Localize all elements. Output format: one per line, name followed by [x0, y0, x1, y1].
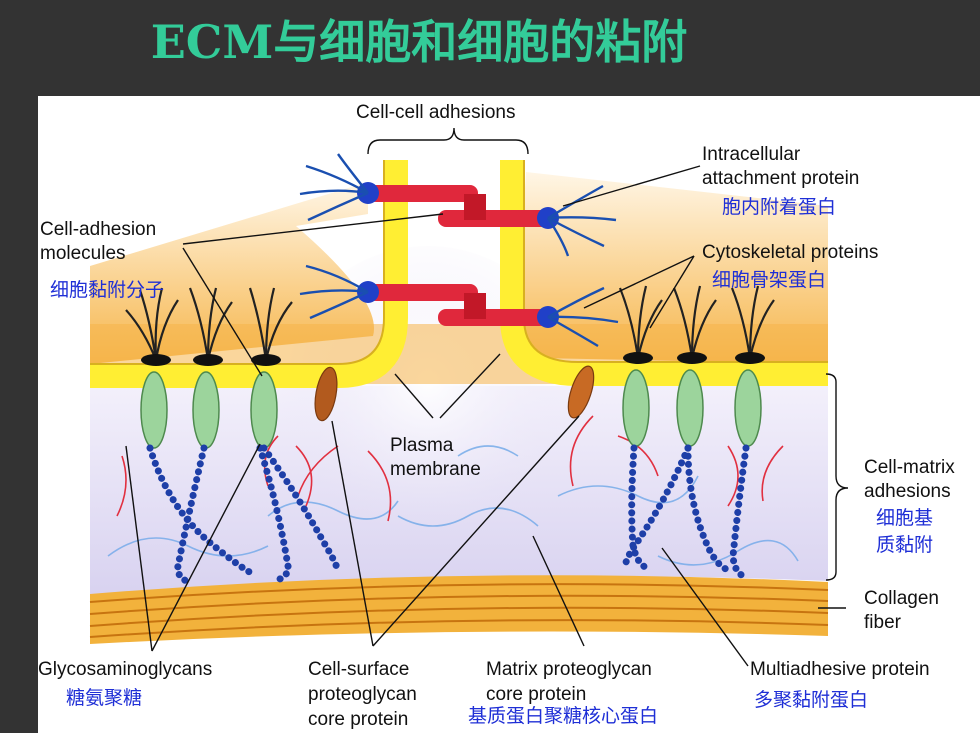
- label-mpg-line1: Matrix proteoglycan: [486, 659, 652, 680]
- integrin-right-3: [730, 285, 775, 447]
- adhesion-figure: Cell-cell adhesions Intracellular attach…: [38, 96, 980, 733]
- label-cell-matrix-line1: Cell-matrix: [864, 457, 955, 478]
- label-csp-line2: proteoglycan: [308, 684, 417, 705]
- label-csp-line3: core protein: [308, 709, 409, 730]
- label-mpg-line2: core protein: [486, 684, 587, 705]
- integrin-left-1: [125, 287, 179, 449]
- label-intracellular-line1: Intracellular: [702, 144, 801, 165]
- label-gag: Glycosaminoglycans: [38, 659, 213, 680]
- label-cam-zh: 细胞黏附分子: [50, 279, 165, 301]
- label-cell-matrix-line2: adhesions: [864, 481, 951, 502]
- adhesion-diagram: [89, 127, 849, 667]
- label-cam-line2: molecules: [40, 243, 126, 264]
- label-cell-cell-adhesions: Cell-cell adhesions: [356, 102, 516, 123]
- label-cam-line1: Cell-adhesion: [40, 219, 157, 240]
- proteoglycan-right: [567, 365, 595, 419]
- pointer-lines: [125, 127, 849, 667]
- label-cytoskeletal: Cytoskeletal proteins: [702, 242, 879, 263]
- left-cell: [90, 182, 375, 364]
- proteoglycan-left: [314, 366, 338, 422]
- label-cell-matrix-zh2: 质黏附: [876, 534, 934, 556]
- label-multiadhesive: Multiadhesive protein: [750, 659, 930, 680]
- label-intracellular-zh: 胞内附着蛋白: [722, 196, 837, 218]
- integrin-right-1: [618, 285, 663, 447]
- label-gag-zh: 糖氨聚糖: [66, 687, 143, 709]
- label-multiadhesive-zh: 多聚黏附蛋白: [754, 689, 869, 711]
- label-intracellular-line2: attachment protein: [702, 168, 860, 189]
- label-mpg-zh: 基质蛋白聚糖核心蛋白: [468, 705, 659, 727]
- label-csp-line1: Cell-surface: [308, 659, 410, 680]
- right-cell: [518, 172, 828, 364]
- slide-title: ECM与细胞和细胞的粘附: [150, 15, 688, 69]
- left-membrane: [90, 160, 408, 388]
- collagen-fiber: [89, 575, 829, 644]
- label-collagen-line2: fiber: [864, 612, 901, 633]
- label-plasma-line2: membrane: [390, 459, 481, 480]
- label-cytoskeletal-zh: 细胞骨架蛋白: [712, 269, 827, 291]
- label-collagen-line1: Collagen: [864, 588, 939, 609]
- integrin-left-3: [248, 287, 293, 449]
- label-plasma-line1: Plasma: [390, 435, 454, 456]
- label-cell-matrix-zh1: 细胞基: [876, 507, 934, 529]
